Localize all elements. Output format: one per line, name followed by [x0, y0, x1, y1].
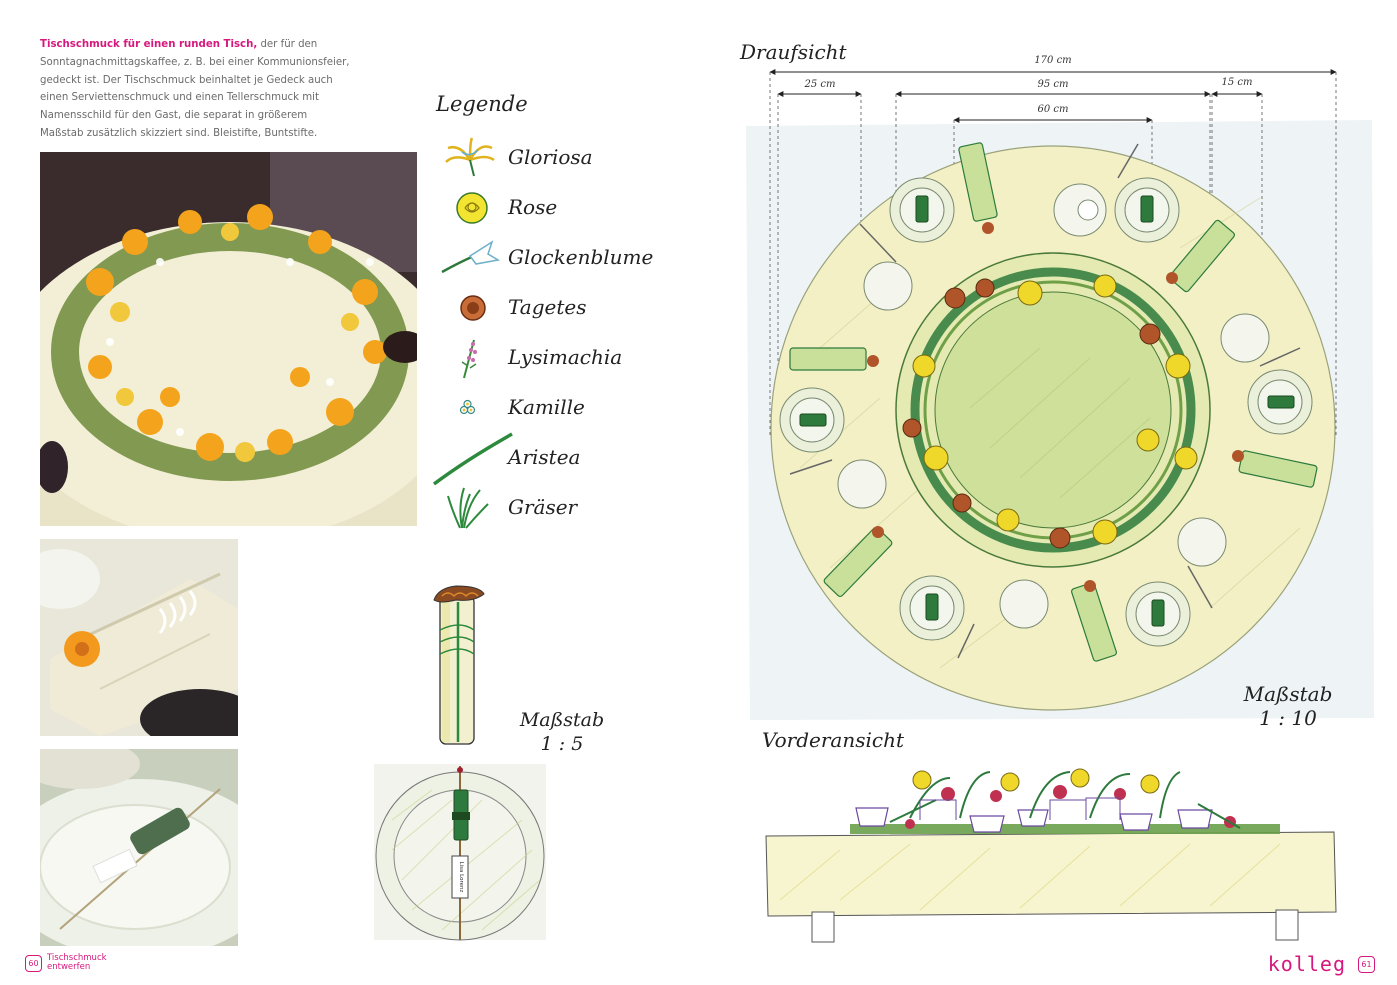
top-view-title: Draufsicht [740, 40, 847, 64]
photo-table-wreath [40, 152, 417, 526]
rose-icon [456, 192, 488, 224]
top-view-sketch: 170 cm 25 cm 95 cm 15 cm 60 cm [746, 55, 1374, 720]
legend-item-graeser: Gräser [440, 486, 680, 530]
dim-25cm: 25 cm [804, 79, 836, 90]
legend-label: Glockenblume [508, 245, 654, 269]
dim-60cm: 60 cm [1038, 104, 1069, 115]
legend-item-gloriosa: Gloriosa [440, 136, 680, 180]
legend-item-kamille: Kamille [440, 386, 680, 430]
brand-logo: kolleg [1267, 952, 1346, 976]
section-title-line2: entwerfen [47, 962, 91, 972]
legend-label: Gräser [508, 495, 578, 519]
legend-label: Aristea [508, 445, 581, 469]
legend-label: Kamille [508, 395, 585, 419]
scale-label-line1: Maßstab [519, 709, 605, 731]
legend-item-aristea: Aristea [430, 432, 670, 486]
dim-95cm: 95 cm [1038, 79, 1069, 90]
legend-title: Legende [436, 92, 528, 116]
nameplate-text: Lisa Lorenz [458, 862, 464, 893]
scale-label-small: Maßstab 1 : 5 [516, 708, 608, 756]
legend-item-tagetes: Tagetes [440, 286, 680, 330]
page-number-right: 61 [1358, 955, 1375, 973]
kamille-icon [459, 399, 476, 415]
intro-highlight: Tischschmuck für einen runden Tisch, [40, 39, 258, 50]
page-number-left: 60 [25, 954, 42, 972]
legend-item-lysimachia: Lysimachia [440, 336, 680, 380]
scale-label-line2: 1 : 5 [540, 733, 584, 755]
section-title-line1: Tischschmuck [47, 953, 107, 963]
intro-paragraph: Tischschmuck für einen runden Tisch, der… [40, 36, 350, 143]
section-title: Tischschmuck entwerfen [47, 954, 127, 972]
front-view-sketch [765, 768, 1337, 943]
tagetes-icon [460, 295, 486, 321]
lysimachia-icon [461, 339, 477, 379]
scale-label-top: Maßstab 1 : 10 [1236, 682, 1340, 730]
legend-item-rose: Rose [440, 186, 680, 230]
legend-label: Lysimachia [508, 345, 623, 369]
gloriosa-icon [445, 137, 495, 177]
legend-label: Tagetes [508, 295, 587, 319]
front-view-title: Vorderansicht [762, 728, 904, 752]
scale-label-line2: 1 : 10 [1259, 706, 1317, 730]
dim-170cm: 170 cm [1034, 55, 1071, 66]
dim-15cm: 15 cm [1222, 77, 1253, 88]
aristea-icon [432, 432, 513, 486]
legend-label: Gloriosa [508, 145, 593, 169]
footer-left: 60 Tischschmuck entwerfen [25, 954, 127, 972]
plate-sketch: Lisa Lorenz [374, 764, 546, 941]
graeser-icon [447, 487, 489, 529]
photo-napkin-ring [40, 539, 238, 736]
footer-right: kolleg 61 [1268, 952, 1375, 976]
glockenblume-icon [441, 240, 501, 274]
photo-plate-nameplate [40, 749, 238, 946]
intro-text: der für den Sonntagnachmittagskaffee, z.… [40, 39, 350, 139]
scale-label-line1: Maßstab [1243, 682, 1333, 706]
legend-label: Rose [508, 195, 558, 219]
legend-item-glockenblume: Glockenblume [440, 236, 680, 280]
napkin-sketch [433, 585, 485, 745]
